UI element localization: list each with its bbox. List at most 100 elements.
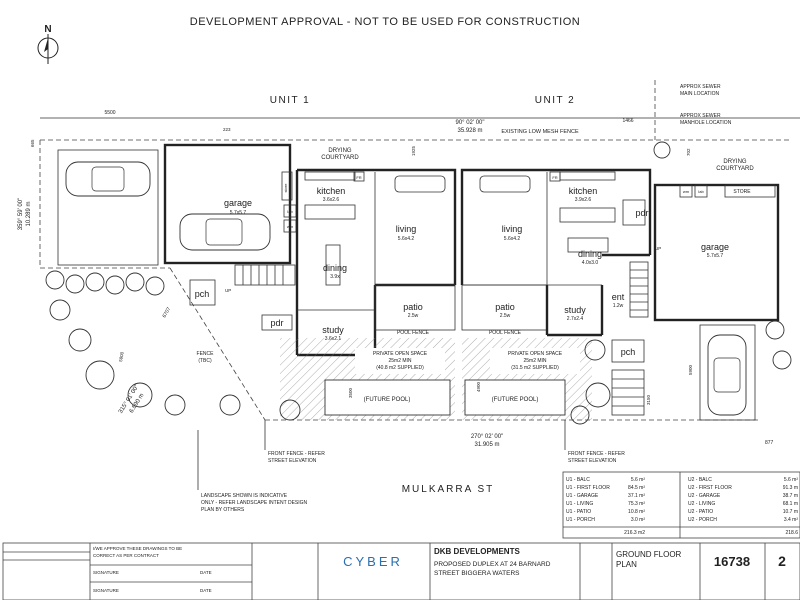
lab2-label: lab <box>698 189 704 194</box>
study2-label: study <box>564 305 586 315</box>
landscape-trees <box>45 270 792 425</box>
dining1-dim: 3.9x <box>330 274 340 280</box>
future-pool-unit1 <box>324 379 451 416</box>
unit1-title: UNIT 1 <box>270 95 311 106</box>
pos1-supplied: (40.8 m2 SUPPLIED) <box>376 365 424 371</box>
car-icon <box>179 213 271 251</box>
landscape-note2: ONLY - REFER LANDSCAPE INTENT DESIGN <box>201 500 308 506</box>
unit2-total: 218.6 <box>785 530 798 536</box>
project-line1: PROPOSED DUPLEX AT 24 BARNARD <box>434 561 551 568</box>
dining2-dim: 4.0x3.0 <box>582 260 599 266</box>
pool-fence2: POOL FENCE <box>489 330 522 336</box>
dim-3150: 3150 <box>646 394 651 405</box>
north-arrow-icon <box>37 34 59 64</box>
pos1-label: PRIVATE OPEN SPACE <box>373 351 428 357</box>
area-row-value: 91.3 m <box>783 485 798 491</box>
sewer1-label: APPROX SEWER <box>680 84 721 90</box>
area-row-label: U2 - LIVING <box>688 501 715 507</box>
ent2-label: ent <box>612 292 625 302</box>
cyber-logo: CYBER <box>343 554 403 569</box>
area-row-value: 84.5 m² <box>628 485 645 491</box>
kitchen2-bench <box>559 171 616 181</box>
dim-877: 877 <box>765 440 774 446</box>
garage1-label: garage <box>224 198 252 208</box>
area-row-label: U1 - PATIO <box>566 509 591 515</box>
garage2-label: garage <box>701 242 729 252</box>
area-row-label: U2 - FIRST FLOOR <box>688 485 732 491</box>
garage2-dim: 5.7x5.7 <box>707 253 724 259</box>
drying2-label: DRYING <box>723 159 747 165</box>
kitchen2-island <box>559 207 616 223</box>
fridge1 <box>353 171 365 182</box>
kitchen2-label: kitchen <box>569 186 598 196</box>
pos2-label: PRIVATE OPEN SPACE <box>508 351 563 357</box>
dining2-label: dining <box>578 249 602 259</box>
fence-tbc: FENCE <box>197 351 215 357</box>
dining-table1 <box>325 244 341 286</box>
sewer-manhole-icon <box>653 141 671 159</box>
fence-tbc2: (TBC) <box>198 358 212 364</box>
pool-fence1: POOL FENCE <box>397 330 430 336</box>
landscape-note1: LANDSCAPE SHOWN IS INDICATIVE <box>201 493 288 499</box>
area-row-value: 37.1 m² <box>628 493 645 499</box>
unit2-walls <box>460 168 652 337</box>
dim-5900: 5900 <box>118 351 125 362</box>
stairs-unit2 <box>629 261 649 318</box>
left-length: 10.289 m <box>26 201 32 226</box>
area-row-value: 10.8 m² <box>628 509 645 515</box>
landscape-note3: PLAN BY OTHERS <box>201 507 245 513</box>
signature1: SIGNATURE <box>93 570 119 575</box>
dim-3500: 3500 <box>348 387 353 398</box>
patio2-label: patio <box>495 302 515 312</box>
pch1-label: pch <box>195 289 210 299</box>
pdr1-label: pdr <box>270 318 283 328</box>
bottom-bearing: 270° 02' 00" <box>471 434 503 440</box>
stairs-unit1 <box>234 264 296 286</box>
patio-unit1 <box>374 284 456 331</box>
pos2-supplied: (31.5 m2 SUPPLIED) <box>511 365 559 371</box>
dim-665: 665 <box>30 139 35 147</box>
bottom-length: 31.905 m <box>474 442 499 448</box>
courtyard2-label: COURTYARD <box>716 166 754 172</box>
kitchen1-dim: 3.6x2.6 <box>323 197 340 203</box>
patio1-dim: 2.5w <box>408 313 419 319</box>
dim-1925: 1925 <box>411 145 416 156</box>
sewer1b-label: MAIN LOCATION <box>680 91 719 97</box>
area-row-label: U1 - BALC <box>566 477 590 483</box>
header-title: DEVELOPMENT APPROVAL - NOT TO BE USED FO… <box>190 16 580 28</box>
sewer2-label: APPROX SEWER <box>680 113 721 119</box>
future-pool2-label: (FUTURE POOL) <box>492 397 539 403</box>
fridge2-label: FR <box>552 175 557 180</box>
sheet-number: 2 <box>778 553 786 569</box>
area-row-label: U2 - GARAGE <box>688 493 721 499</box>
front-fence2b-label: STREET ELEVATION <box>568 458 617 464</box>
sheet-title-line2: PLAN <box>616 560 637 569</box>
dim-223: 223 <box>223 127 231 132</box>
wm2 <box>679 184 693 198</box>
pos1-label-bg <box>355 348 445 374</box>
kitchen1-island <box>304 204 356 220</box>
area-row-label: U1 - PORCH <box>566 517 595 523</box>
driveway-unit1 <box>57 149 159 266</box>
project-line2: STREET BIGGERA WATERS <box>434 570 520 577</box>
client-name: DKB DEVELOPMENTS <box>434 547 520 556</box>
area-row-label: U2 - BALC <box>688 477 712 483</box>
area-schedule <box>562 471 800 539</box>
porch-unit1 <box>189 279 216 306</box>
front-fence1-label: FRONT FENCE - REFER <box>268 451 325 457</box>
fridge2 <box>549 171 561 182</box>
signature2: SIGNATURE <box>93 588 119 593</box>
area-row-label: U2 - PORCH <box>688 517 717 523</box>
north-letter: N <box>44 24 51 35</box>
car-icon <box>65 161 151 197</box>
lab1-label: lab <box>287 209 293 214</box>
steps-unit2 <box>611 369 645 416</box>
approve-line2: CORRECT AS PER CONTRACT <box>93 553 159 558</box>
store2 <box>724 184 776 198</box>
front-fence1b-label: STREET ELEVATION <box>268 458 317 464</box>
area-row-value: 10.7 m <box>783 509 798 515</box>
living2-label: living <box>502 224 523 234</box>
pdr-unit2 <box>622 199 646 226</box>
dim-5900b: 5900 <box>688 364 693 375</box>
